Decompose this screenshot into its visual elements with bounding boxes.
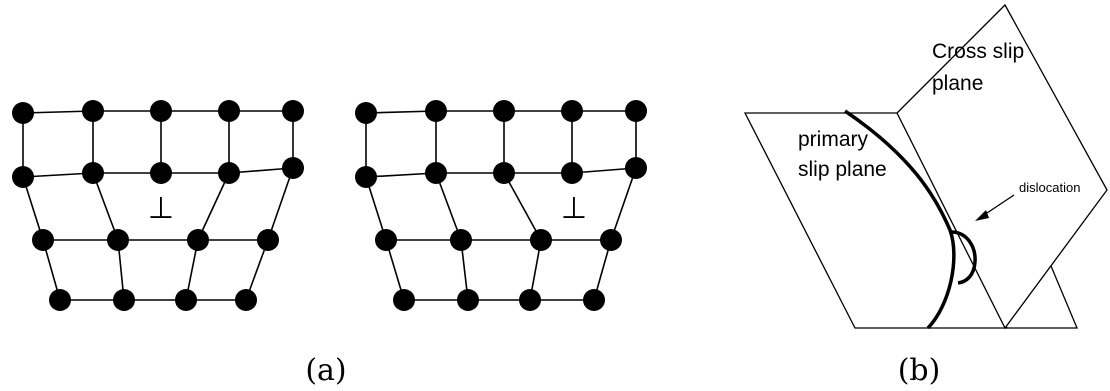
atom (561, 100, 583, 122)
atom (235, 289, 257, 311)
atom (393, 289, 415, 311)
atoms-left (12, 100, 304, 311)
caption-b: (b) (898, 353, 941, 388)
atom (450, 229, 472, 251)
bond-v (92, 172, 119, 241)
atom (12, 166, 34, 188)
dislocation-line (844, 109, 956, 330)
bond-v (503, 172, 542, 241)
atom (175, 289, 197, 311)
atom (355, 166, 377, 188)
atom (107, 229, 129, 251)
atom (150, 162, 172, 184)
atom (12, 102, 34, 124)
arrow-head (975, 210, 989, 221)
atom (49, 289, 71, 311)
bond-v (435, 172, 462, 241)
atom (82, 162, 104, 184)
atom (257, 229, 279, 251)
atom (600, 229, 622, 251)
atom (530, 229, 552, 251)
atom (218, 100, 240, 122)
atom (583, 289, 605, 311)
bond-v (267, 167, 294, 241)
atom (425, 100, 447, 122)
atom (493, 162, 515, 184)
atom (425, 162, 447, 184)
atom (519, 289, 541, 311)
atom (493, 100, 515, 122)
dislocation-bulge (950, 230, 977, 285)
lattice-right (365, 110, 637, 301)
label-primary-line2: slip plane (798, 158, 887, 181)
atom (375, 229, 397, 251)
atom (150, 100, 172, 122)
atom (625, 100, 647, 122)
label-primary-line1: primary (798, 128, 869, 151)
bond-v (365, 176, 387, 241)
cross-slip-plane (896, 3, 1108, 330)
atom (32, 229, 54, 251)
dislocation-symbol-left: ⊥ (148, 192, 174, 225)
bond-v (197, 172, 230, 241)
atom (218, 162, 240, 184)
atom (355, 102, 377, 124)
atom (625, 157, 647, 179)
cross-slip-plane-base (1007, 265, 1078, 329)
label-cross-slip-line2: plane (932, 72, 983, 95)
atom (561, 162, 583, 184)
caption-a: (a) (305, 353, 346, 388)
label-dislocation: dislocation (1019, 180, 1080, 195)
atom (457, 289, 479, 311)
atom (282, 100, 304, 122)
bond-v (22, 176, 44, 241)
atom (82, 100, 104, 122)
label-cross-slip-line1: Cross slip (932, 40, 1024, 63)
atom (282, 157, 304, 179)
atom (187, 229, 209, 251)
atom (113, 289, 135, 311)
bond-v (610, 167, 637, 241)
dislocation-symbol-right: ⊥ (561, 192, 587, 225)
atoms-right (355, 100, 647, 311)
